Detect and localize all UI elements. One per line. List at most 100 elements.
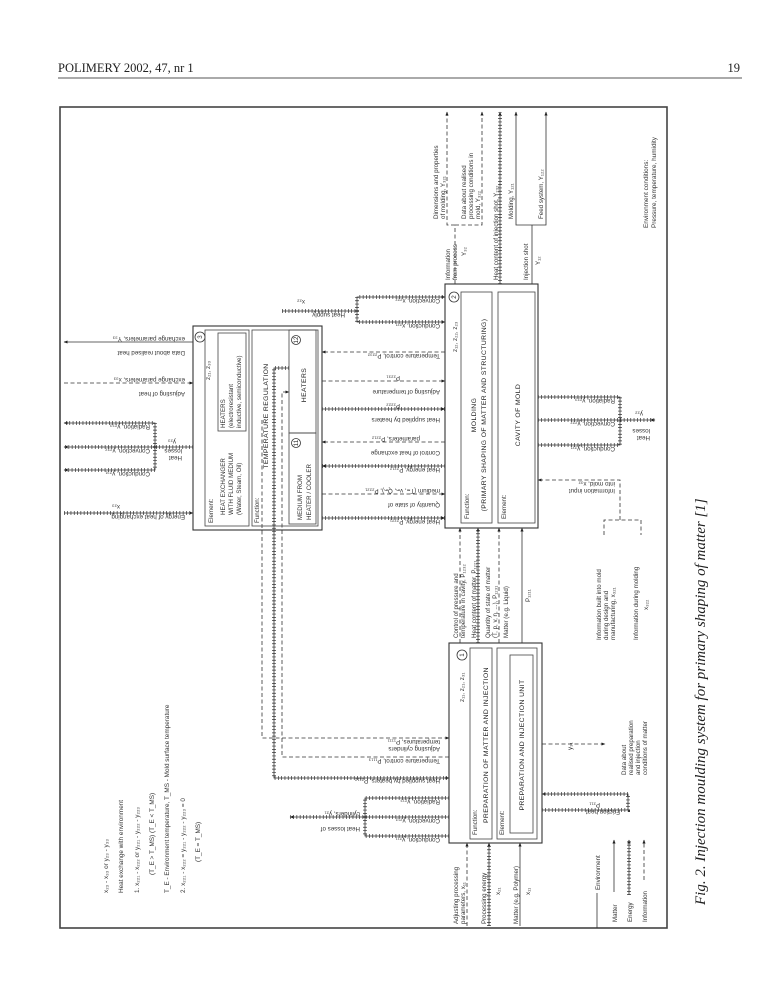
label-convection-y232: Convection, y₂₃₂ (105, 447, 150, 454)
label-data-preparation: Data about (621, 744, 628, 775)
label-matter-polymer: x₁₁ (525, 888, 532, 895)
box-2-number: 2 (451, 295, 458, 299)
medium-number-circle (291, 438, 301, 448)
running-header: POLIMERY 2002, 47, nr 1 (58, 61, 194, 75)
box-2-function-label: Function: (464, 493, 471, 519)
label-p1211: P₁₂₁₁ (525, 589, 532, 602)
molding-y121-line-matter-flow (514, 111, 532, 226)
note-line: T_E - Environment temperature, T_MS - Mo… (164, 704, 171, 893)
element-heaters-line: inductive, semiconductive) (236, 355, 243, 428)
box-1-element-column (496, 647, 538, 840)
label-x22: x₂₂ (297, 298, 305, 305)
convection-x222-line-energy-ticks (355, 295, 445, 311)
legend-energy: Energy (627, 901, 634, 922)
box-3-function-column (251, 329, 319, 527)
environment-frame (59, 106, 668, 929)
friction-heat-line-energy-ticks (542, 792, 630, 812)
label-radiation-y233: Radiation, y₂₃₃ (109, 423, 150, 430)
label-info-input-mold: Information input (569, 487, 615, 494)
label-data-processing: Data about realised (461, 165, 468, 219)
element-exchanger-line: HEAT EXCHANGER (220, 458, 227, 515)
legend-matter: Matter (612, 904, 619, 922)
label-heat-supply: Heat supply (311, 311, 345, 318)
label-info-process: Information (445, 248, 452, 280)
box-2-number-circle (448, 291, 460, 303)
box-2-outline (444, 283, 539, 529)
box-1-z: z₁₁, z₂₁, z₃₁ (459, 673, 466, 702)
label-heat-losses-y23: Heat (169, 454, 182, 461)
note-line: 1. x₂₂₁ - x₂₂₂ or y₂₂₁ - y₂₂₂ - y₂₂₃ (134, 807, 141, 893)
label-data-heat-exchange: exchange parameters, Y₃₃ (112, 335, 185, 342)
dimensions-line-information-flow (445, 111, 455, 226)
data-processing-line-information-flow (455, 111, 484, 226)
label-info-process: Y₃₂ (461, 246, 468, 256)
label-data-processing: mold, Y₃₂₂ (475, 190, 482, 219)
label-heat-losses-y22: Heat (637, 434, 650, 441)
conduction-y231-line-energy-flow (63, 447, 156, 472)
medium-label: MEDIUM FROM (297, 475, 304, 520)
note-line: (T_E = T_MS) (195, 822, 202, 862)
label-adjusting-processing: Adjusting processing (453, 866, 460, 924)
label-info-input-mold: into mold, x₃₂ (578, 480, 615, 487)
label-quantity-matter: (T, p, v, η, ...), P₁₂₃₁ (492, 586, 499, 638)
label-data-heat-exchange: Data about realised heat (117, 349, 185, 356)
box-1-element: PREPARATION AND INJECTION UNIT (519, 679, 526, 810)
label-temp-control-p1113: Temperature control, P₁₁₁₃ (368, 757, 440, 764)
subsystem-2-molding: 2 z₁₂, z₂₂, z₂₃ Function: MOLDING (PRIMA… (444, 283, 539, 529)
subsystem-1-preparation: 1 z₁₁, z₂₁, z₃₁ Function: PREPARATION OF… (448, 642, 543, 844)
label-energy-heat-exchanging: Energy of heat exchanging (111, 513, 185, 520)
label-energy-heat-exchanging: x₂₃ (112, 503, 120, 510)
label-data-preparation: realised preparation (628, 720, 635, 775)
environment-conditions-2: Pressure, temperature, humidity (651, 136, 658, 228)
label-friction-heat: Friction heat (586, 808, 620, 815)
medium-number: 11 (293, 439, 300, 446)
environment-conditions-1: Environment conditions: (643, 160, 650, 228)
heater-feed-line-energy-ticks (272, 366, 449, 780)
label-quantity-medium: medium (Tₘ, vₘ, Qₘ), P₂₂₂₁ (365, 487, 440, 494)
label-control-heat-exchange: parameters, P₂₂₁₂ (371, 435, 420, 442)
legend: Environment Matter Energy Information (595, 855, 649, 922)
label-friction-heat: P₂₁₁ (589, 801, 600, 808)
box-3-element-label: Element: (208, 498, 215, 523)
box-3-outline (192, 325, 323, 531)
label-heat-heaters-p2222: Heat supplied by heaters (372, 416, 440, 423)
box-1-element-label: Element: (499, 810, 506, 835)
label-heat-losses-y22: y₂₂ (635, 410, 643, 417)
box-2-function-detail: (PRIMARY SHAPING OF MATTER AND STRUCTURI… (481, 319, 488, 512)
label-adjusting-cylinders: temperatures, P₁₁₁₁ (388, 738, 440, 745)
conduction-x221-line-energy-ticks (355, 311, 445, 324)
box-3-function-label: Function: (254, 497, 261, 523)
label-dimensions: of molding, Y₃₂₁ (440, 176, 447, 219)
radiation-y223-line-energy-flow (538, 396, 621, 420)
label-radiation-y223: Radiation, y₂₂₃ (575, 397, 615, 404)
note-line: Heat exchange with environment (118, 800, 125, 893)
label-matter-liquid: Matter (e.g. Liquid) (503, 586, 510, 638)
feed-system-line-matter-flow (532, 111, 548, 226)
element-heaters-line: (electroresistant (228, 384, 235, 428)
label-adjusting-processing: parameters, x₁₁ (460, 882, 467, 924)
box-1-outline (448, 642, 543, 844)
heater-feed-line-energy-flow (273, 367, 450, 780)
info-bracket-line-information-flow (603, 519, 642, 535)
box-3-element-column (204, 329, 250, 527)
label-conduction-y221: Conduction, y₂₂₁ (570, 445, 615, 452)
radiation-y213-line-energy-flow (364, 797, 449, 817)
label-convection-y222: Convection, y₂₂₂ (570, 420, 615, 427)
flow-labels-vertical: y₃₁ Data about realised preparation and … (433, 145, 650, 924)
flow-labels-horizontal: Heat supply x₂₂ Convection, x₂₂₂ Conduct… (105, 297, 650, 843)
note-line: x₂₃ - x₃₃ or y₂₃ - y₃₃ (103, 839, 110, 893)
element-heaters-line: HEATERS (220, 399, 227, 428)
element-heaters-box (217, 332, 247, 432)
element-exchanger-line: WITH FLUID MEDIUM (228, 453, 235, 515)
label-conduction-y211: Conduction, y₂₁₁ (396, 836, 440, 843)
box-3-number: 3 (197, 335, 204, 339)
friction-heat-line-energy-flow (541, 792, 629, 811)
label-info-process: from process (452, 244, 459, 280)
legend-environment: Environment (595, 855, 602, 890)
box-1-unit-box (509, 654, 534, 834)
box-3-z: z₂₁, z₃₃ (205, 360, 212, 380)
subsystem-3-temperature-regulation: 3 z₂₁, z₃₃ Element: HEATERS (electroresi… (192, 325, 323, 531)
label-heat-energy-p2212: Heat energy, P₂₂₁₂ (389, 466, 440, 473)
label-adjusting-heat-exchange: Adjusting of heat (139, 390, 185, 397)
